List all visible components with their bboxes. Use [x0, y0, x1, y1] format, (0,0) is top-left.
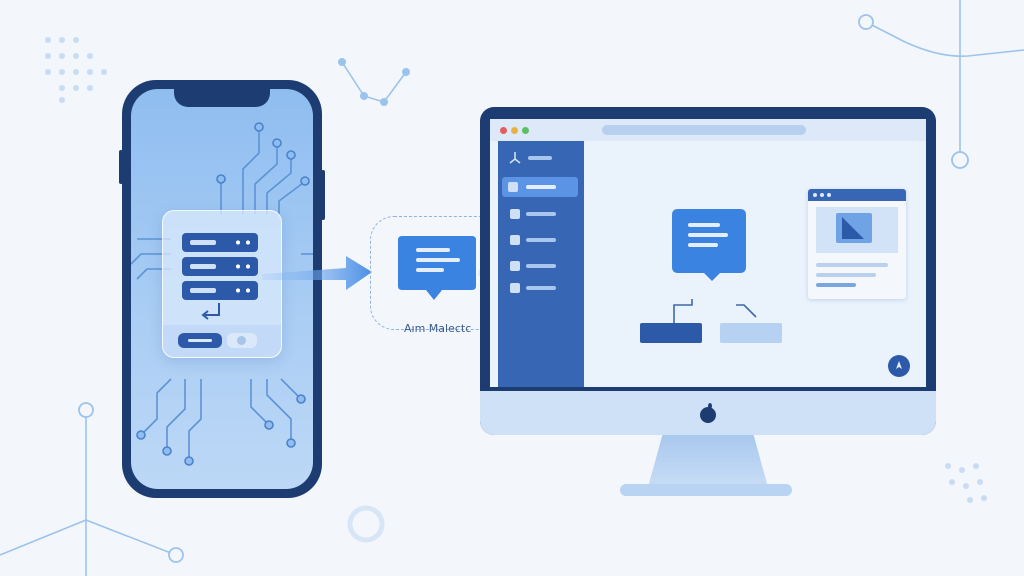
- server-card: [162, 210, 282, 358]
- phone-notch: [174, 89, 270, 107]
- sidebar-item[interactable]: [508, 281, 570, 295]
- center-caption: Aım Malectc: [404, 322, 472, 335]
- card-footer: [163, 325, 281, 357]
- flow-node-dark: [640, 323, 702, 343]
- smartphone: [122, 80, 322, 498]
- chat-bubble-icon: [398, 236, 476, 300]
- close-dot-icon[interactable]: [500, 127, 507, 134]
- phone-screen: [131, 89, 313, 489]
- minimize-dot-icon[interactable]: [511, 127, 518, 134]
- monitor-stand-base: [620, 484, 792, 496]
- secondary-action-button[interactable]: [227, 333, 257, 348]
- phone-side-button: [321, 170, 325, 220]
- sidebar-item[interactable]: [508, 233, 570, 247]
- monitor-chin: [480, 391, 936, 435]
- address-bar[interactable]: [602, 125, 806, 135]
- sidebar-item[interactable]: [508, 259, 570, 273]
- rocket-icon: [896, 361, 902, 369]
- primary-action-button[interactable]: [178, 333, 222, 348]
- apple-logo-icon: [700, 403, 716, 423]
- phone-side-button: [119, 150, 123, 184]
- desktop-monitor: [480, 107, 936, 435]
- transfer-arrow-left: [262, 256, 372, 290]
- app-sidebar: [498, 141, 584, 387]
- server-stack-icon: [182, 233, 258, 301]
- mini-window: [808, 189, 906, 299]
- circuit-traces: [131, 122, 313, 466]
- window-titlebar: [490, 119, 926, 141]
- user-icon: [509, 152, 521, 164]
- flow-node-light: [720, 323, 782, 343]
- monitor-stand: [648, 435, 768, 487]
- image-icon: [816, 207, 898, 253]
- monitor-screen: [490, 119, 926, 387]
- flow-diagram: [640, 209, 782, 343]
- maximize-dot-icon[interactable]: [522, 127, 529, 134]
- sidebar-item-active[interactable]: [502, 177, 578, 197]
- download-arrow-icon: [201, 303, 220, 320]
- sidebar-item[interactable]: [508, 207, 570, 221]
- rocket-button[interactable]: [888, 355, 910, 377]
